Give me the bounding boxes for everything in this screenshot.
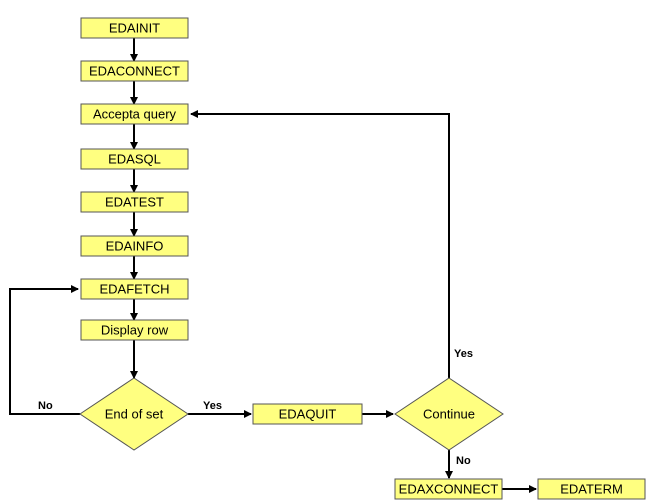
node-edaxconnect: EDAXCONNECT xyxy=(394,478,503,500)
node-edainfo-label: EDAINFO xyxy=(106,239,164,254)
node-edaconnect-label: EDACONNECT xyxy=(89,64,180,79)
node-edafetch: EDAFETCH xyxy=(80,278,189,300)
label-end-of-set-no: No xyxy=(38,400,53,412)
edge-end-of-set-no-loop xyxy=(9,285,80,415)
node-edaconnect: EDACONNECT xyxy=(80,60,189,82)
node-edainfo: EDAINFO xyxy=(80,235,189,257)
node-accept-query: Accepta query xyxy=(80,103,189,125)
decision-continue-label: Continue xyxy=(423,407,475,422)
edges xyxy=(9,38,537,493)
decision-continue: Continue xyxy=(394,377,504,451)
node-accept-query-label: Accepta query xyxy=(93,107,177,122)
node-edasql: EDASQL xyxy=(80,148,189,170)
node-edatest-label: EDATEST xyxy=(105,195,164,210)
decision-end-of-set-label: End of set xyxy=(105,407,164,422)
node-edainit-label: EDAINIT xyxy=(109,21,160,36)
decision-end-of-set: End of set xyxy=(79,377,189,451)
label-continue-no: No xyxy=(456,455,471,467)
label-end-of-set-yes: Yes xyxy=(203,400,222,412)
node-edasql-label: EDASQL xyxy=(108,152,161,167)
node-display-row-label: Display row xyxy=(101,323,169,338)
node-edaquit-label: EDAQUIT xyxy=(279,407,337,422)
node-edatest: EDATEST xyxy=(80,191,189,213)
edge-labels: No Yes Yes No xyxy=(38,348,473,467)
node-edaquit: EDAQUIT xyxy=(252,403,363,425)
node-edafetch-label: EDAFETCH xyxy=(99,282,169,297)
node-edainit: EDAINIT xyxy=(80,17,189,39)
nodes: EDAINIT EDACONNECT Accepta query EDASQL … xyxy=(79,17,646,500)
node-display-row: Display row xyxy=(80,319,189,341)
node-edaxconnect-label: EDAXCONNECT xyxy=(399,482,499,497)
node-edaterm-label: EDATERM xyxy=(560,482,623,497)
label-continue-yes: Yes xyxy=(454,348,473,360)
node-edaterm: EDATERM xyxy=(537,478,646,500)
edge-continue-yes-loop xyxy=(190,110,450,378)
